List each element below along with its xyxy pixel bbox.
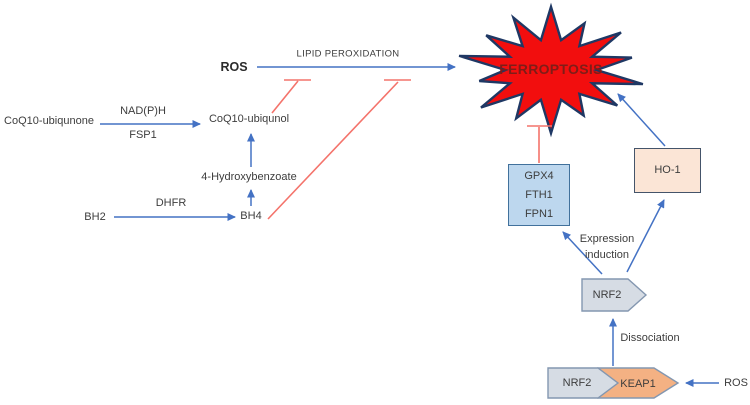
label-fpn1: FPN1 <box>524 207 554 220</box>
label-induction: induction <box>584 249 630 261</box>
arrow-ho1-to-ferroptosis <box>617 93 666 147</box>
nrf2-bound-shape <box>547 367 620 399</box>
gpx4-fth1-fpn1-box: GPX4 FTH1 FPN1 <box>508 164 570 226</box>
ho1-box: HO-1 <box>634 148 701 193</box>
arrow-nrf2-to-ho1 <box>626 199 665 273</box>
label-coq10-ubiquinone: CoQ10-ubiqunone <box>4 115 94 127</box>
label-nadph: NAD(P)H <box>120 105 166 117</box>
label-fsp1: FSP1 <box>129 129 157 141</box>
label-ros-bottom: ROS <box>724 377 748 389</box>
label-bh4: BH4 <box>240 210 262 222</box>
inhibition-bh4-stem <box>267 81 399 220</box>
label-keap1: KEAP1 <box>620 378 656 390</box>
label-coq10-ubiquinol: CoQ10-ubiqunol <box>208 113 290 125</box>
label-expression-induction: Expression induction <box>580 231 634 263</box>
label-dhfr: DHFR <box>155 197 187 209</box>
arrow-nrf2-to-gpx4 <box>562 231 603 275</box>
label-hydroxybenzoate: 4-Hydroxybenzoate <box>201 171 297 183</box>
label-expression: Expression <box>579 233 635 245</box>
label-bh2: BH2 <box>84 211 106 223</box>
nrf2-free-shape <box>581 278 648 312</box>
ferroptosis-star <box>458 2 644 138</box>
label-nrf2-free: NRF2 <box>592 289 622 301</box>
label-dissociation: Dissociation <box>620 332 680 344</box>
label-ho1: HO-1 <box>654 164 681 176</box>
label-fth1: FTH1 <box>525 188 553 201</box>
label-nrf2-bound: NRF2 <box>562 377 592 389</box>
label-gpx4: GPX4 <box>524 169 554 182</box>
label-ros-top: ROS <box>220 60 248 74</box>
label-lipid-peroxidation: LIPID PEROXIDATION <box>296 48 400 60</box>
label-ferroptosis: FERROPTOSIS <box>499 61 603 77</box>
inhibition-ubiquinol-stem <box>271 80 299 114</box>
